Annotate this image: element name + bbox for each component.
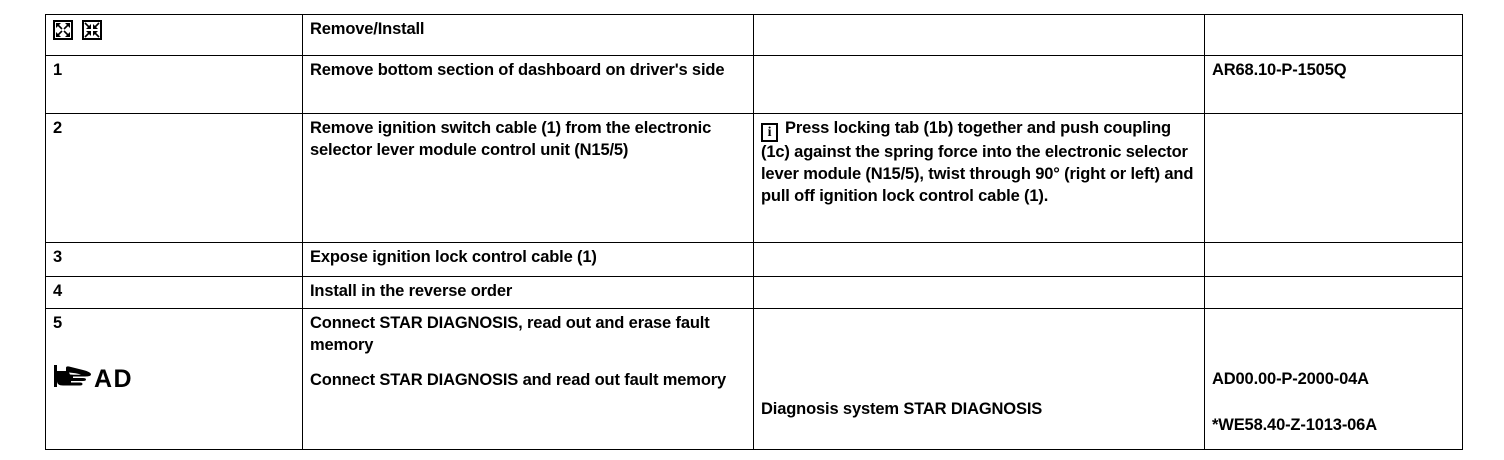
cell-description: Connect STAR DIAGNOSIS, read out and era… bbox=[302, 308, 754, 450]
step-number: 1 bbox=[53, 61, 63, 79]
step-number: 2 bbox=[53, 119, 63, 137]
cell-step-icons bbox=[45, 14, 303, 56]
note-text: Diagnosis system STAR DIAGNOSIS bbox=[761, 400, 1043, 418]
cell-step-number: 1 bbox=[45, 55, 303, 114]
cell-reference bbox=[1204, 276, 1463, 309]
note-text: Press locking tab (1b) together and push… bbox=[761, 119, 1194, 205]
pointing-hand-icon bbox=[53, 363, 93, 396]
cell-description: Remove bottom section of dashboard on dr… bbox=[302, 55, 754, 114]
reference-stack: AD00.00-P-2000-04A *WE58.40-Z-1013-06A bbox=[1212, 313, 1456, 437]
reference-code-2: *WE58.40-Z-1013-06A bbox=[1212, 415, 1377, 434]
cell-description: Expose ignition lock control cable (1) bbox=[302, 242, 754, 277]
cell-description: Remove/Install bbox=[302, 14, 754, 56]
info-icon: i bbox=[761, 123, 778, 142]
cell-reference: AD00.00-P-2000-04A *WE58.40-Z-1013-06A bbox=[1204, 308, 1463, 450]
table-row: 1 Remove bottom section of dashboard on … bbox=[45, 55, 1463, 114]
table-row: Remove/Install bbox=[45, 14, 1463, 56]
procedure-table: Remove/Install 1 Remove bottom section o… bbox=[45, 14, 1463, 450]
cell-step-number: 2 bbox=[45, 113, 303, 243]
cell-reference bbox=[1204, 14, 1463, 56]
cell-note: Diagnosis system STAR DIAGNOSIS bbox=[753, 308, 1205, 450]
cell-step-number: 4 bbox=[45, 276, 303, 309]
description-line-2: Connect STAR DIAGNOSIS and read out faul… bbox=[310, 370, 727, 389]
cell-reference bbox=[1204, 113, 1463, 243]
cell-note bbox=[753, 242, 1205, 277]
remove-install-icon-pair bbox=[53, 19, 296, 41]
table-row: 5 AD bbox=[45, 308, 1463, 450]
cell-step-number: 5 AD bbox=[45, 308, 303, 450]
ad-marker: AD bbox=[53, 365, 296, 395]
install-icon bbox=[82, 20, 102, 40]
cell-reference bbox=[1204, 242, 1463, 277]
reference-code: AR68.10-P-1505Q bbox=[1212, 61, 1347, 79]
step-number: 4 bbox=[53, 282, 63, 300]
reference-code-1: AD00.00-P-2000-04A bbox=[1212, 370, 1369, 388]
ad-label: AD bbox=[94, 365, 134, 394]
cell-note bbox=[753, 276, 1205, 309]
cell-reference: AR68.10-P-1505Q bbox=[1204, 55, 1463, 114]
remove-icon bbox=[53, 20, 73, 40]
description-line-1: Connect STAR DIAGNOSIS, read out and era… bbox=[310, 314, 710, 354]
table-row: 4 Install in the reverse order bbox=[45, 276, 1463, 309]
cell-description: Remove ignition switch cable (1) from th… bbox=[302, 113, 754, 243]
cell-step-number: 3 bbox=[45, 242, 303, 277]
step-number: 5 bbox=[53, 314, 63, 332]
cell-note bbox=[753, 14, 1205, 56]
cell-description: Install in the reverse order bbox=[302, 276, 754, 309]
table-row: 2 Remove ignition switch cable (1) from … bbox=[45, 113, 1463, 243]
step-number: 3 bbox=[53, 248, 63, 266]
table-row: 3 Expose ignition lock control cable (1) bbox=[45, 242, 1463, 277]
cell-note bbox=[753, 55, 1205, 114]
